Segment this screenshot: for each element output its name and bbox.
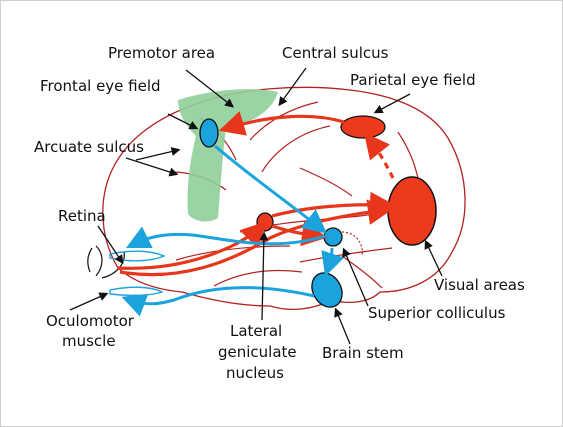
oculomotor-muscle-lower bbox=[110, 287, 162, 295]
label-visual-areas: Visual areas bbox=[434, 276, 525, 294]
label-premotor-area: Premotor area bbox=[108, 44, 215, 62]
label-arcuate-sulcus: Arcuate sulcus bbox=[34, 138, 144, 156]
eye-icon bbox=[88, 246, 124, 278]
label-nucleus: nucleus bbox=[226, 364, 284, 382]
label-lateral: Lateral bbox=[230, 322, 282, 340]
label-frontal-eye-field: Frontal eye field bbox=[40, 77, 161, 95]
label-geniculate: geniculate bbox=[218, 343, 297, 361]
visual-areas-region bbox=[388, 177, 436, 245]
label-central-sulcus: Central sulcus bbox=[282, 44, 389, 62]
label-muscle: muscle bbox=[62, 332, 116, 350]
label-oculomotor: Oculomotor bbox=[46, 312, 135, 330]
label-brain-stem: Brain stem bbox=[322, 344, 404, 362]
label-retina: Retina bbox=[58, 207, 106, 225]
frontal-eye-field-region bbox=[200, 119, 218, 147]
label-superior-colliculus: Superior colliculus bbox=[368, 304, 506, 322]
superior-colliculus-region bbox=[324, 228, 342, 246]
parietal-eye-field-region bbox=[341, 116, 385, 138]
label-parietal-eye-field: Parietal eye field bbox=[350, 71, 476, 89]
brain-stem-region bbox=[306, 267, 348, 312]
